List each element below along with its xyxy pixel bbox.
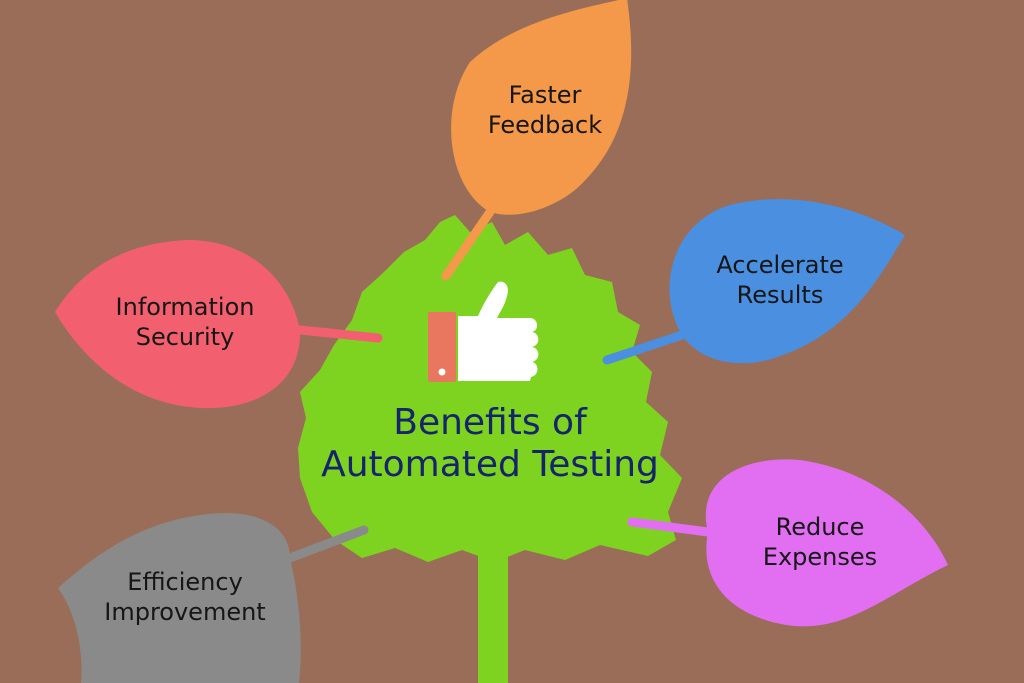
stem-efficiency-improvement [285, 525, 369, 563]
diagram-title: Benefits of Automated Testing [290, 402, 690, 486]
leaf-information-security [55, 240, 301, 409]
leaf-label-accelerate-results: Accelerate Results [690, 250, 870, 310]
leaf-efficiency-improvement [58, 513, 301, 683]
thumbs-up-icon [428, 281, 539, 382]
leaf-label-reduce-expenses: Reduce Expenses [740, 512, 900, 572]
leaf-label-line: Security [135, 323, 235, 351]
tree-canopy [298, 215, 682, 562]
tree-trunk [478, 548, 508, 683]
leaf-label-line: Faster [508, 81, 582, 109]
stem-accelerate-results [602, 330, 687, 365]
leaf-label-line: Results [736, 281, 824, 309]
leaf-label-line: Improvement [104, 598, 266, 626]
leaf-label-line: Accelerate [716, 251, 844, 279]
leaf-label-information-security: Information Security [90, 292, 280, 352]
leaf-reduce-expenses [705, 459, 948, 627]
stem-information-security [295, 325, 383, 343]
stem-reduce-expenses [627, 517, 713, 537]
leaf-label-faster-feedback: Faster Feedback [470, 80, 620, 140]
leaf-accelerate-results [669, 199, 905, 364]
leaf-label-line: Feedback [487, 111, 603, 139]
leaf-label-line: Reduce [775, 513, 865, 541]
diagram-title-line: Benefits of [393, 402, 587, 443]
leaf-label-line: Information [115, 293, 255, 321]
leaf-faster-feedback [451, 0, 632, 215]
leaf-label-line: Expenses [762, 543, 878, 571]
leaf-label-efficiency-improvement: Efficiency Improvement [85, 567, 285, 627]
diagram-title-line: Automated Testing [321, 444, 659, 485]
stem-faster-feedback [441, 207, 495, 281]
leaf-label-line: Efficiency [127, 568, 243, 596]
